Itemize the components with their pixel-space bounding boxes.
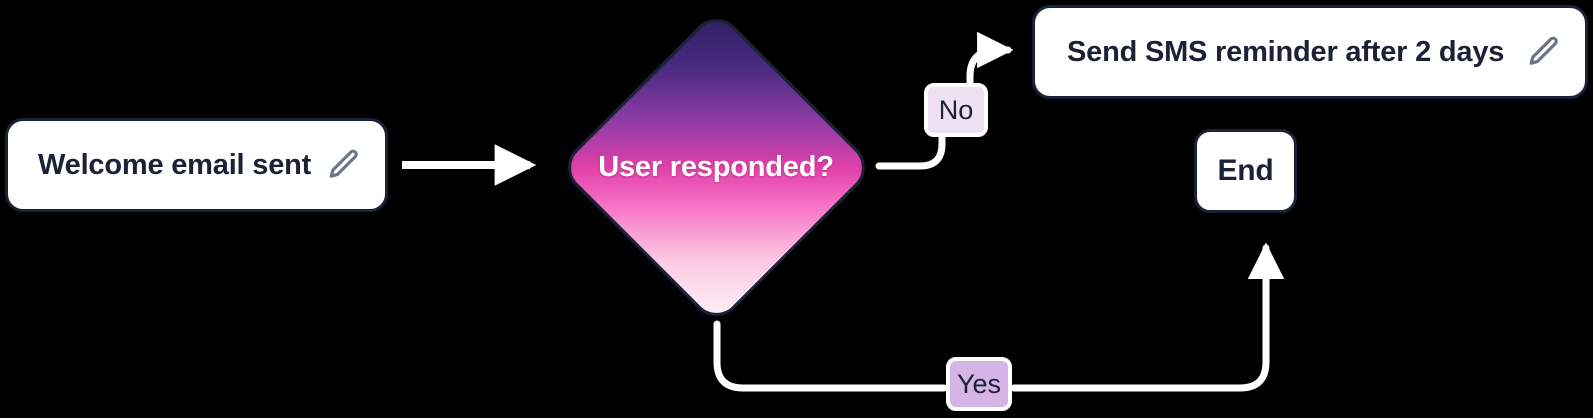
node-decision-label: User responded? <box>598 150 834 183</box>
node-end[interactable]: End <box>1194 129 1297 213</box>
node-end-label: End <box>1217 154 1274 187</box>
node-welcome-label: Welcome email sent <box>38 148 312 181</box>
pencil-icon[interactable] <box>1525 34 1561 70</box>
node-send-sms-reminder[interactable]: Send SMS reminder after 2 days <box>1032 5 1588 99</box>
edge-label-yes-text: Yes <box>956 368 1002 399</box>
pencil-icon[interactable] <box>325 147 361 183</box>
edge-label-no[interactable]: No <box>924 83 988 137</box>
node-welcome-email-sent[interactable]: Welcome email sent <box>5 118 388 212</box>
node-user-responded-decision[interactable]: User responded? <box>556 7 876 327</box>
node-sms-label: Send SMS reminder after 2 days <box>1067 35 1505 68</box>
edge-label-yes[interactable]: Yes <box>946 357 1012 411</box>
edge-label-no-text: No <box>938 94 974 125</box>
